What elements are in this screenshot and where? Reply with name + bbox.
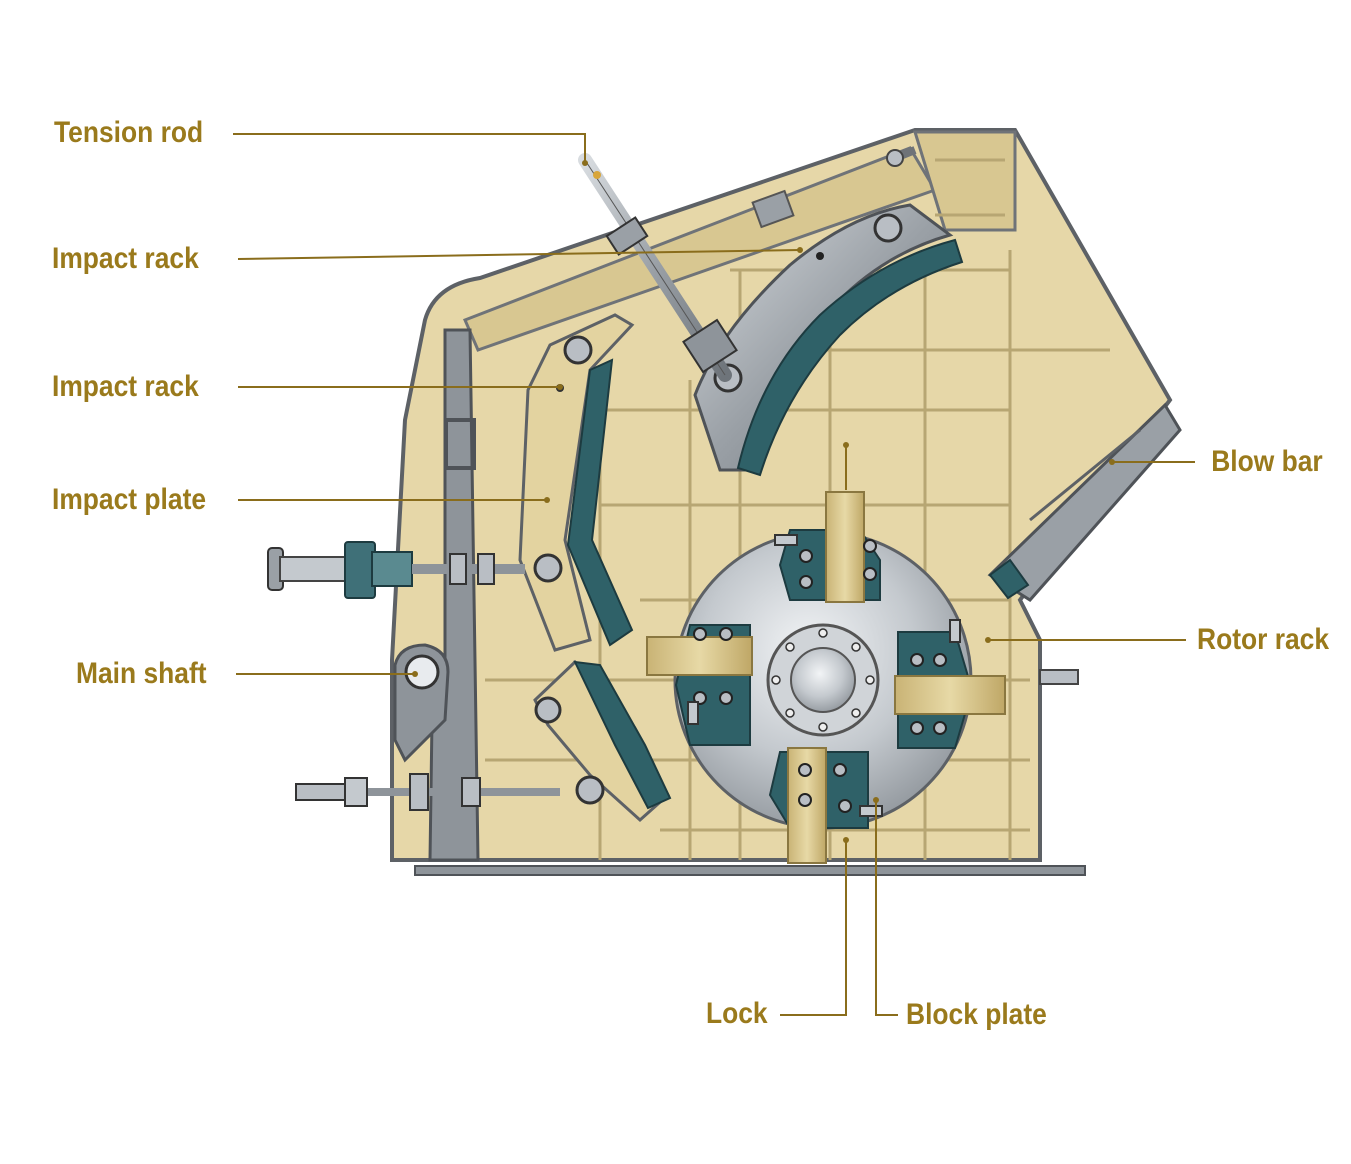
- label-main-shaft: Main shaft: [76, 657, 207, 690]
- left-impact-rack: [518, 313, 635, 652]
- housing-side-handle: [444, 418, 476, 470]
- impact-plate: [566, 358, 634, 647]
- label-impact-rack-upper: Impact rack: [52, 242, 199, 275]
- rotor: [646, 491, 1079, 864]
- tension-rod: [578, 153, 738, 382]
- label-impact-plate: Impact plate: [52, 483, 207, 516]
- lower-adjusting-rod: [295, 773, 560, 811]
- housing-top-handle: [751, 189, 795, 229]
- leader-lines: [233, 133, 1195, 1016]
- housing-top-pin: [886, 149, 904, 167]
- leader-block-plate: [875, 800, 898, 1016]
- label-lock: Lock: [706, 997, 768, 1030]
- label-impact-rack-lower: Impact rack: [52, 370, 199, 403]
- label-blow-bar: Blow bar: [1211, 445, 1323, 478]
- blow-bar: [987, 402, 1182, 602]
- upper-adjusting-rod: [267, 541, 525, 599]
- leader-tension-rod: [233, 133, 586, 163]
- label-tension-rod: Tension rod: [54, 116, 204, 149]
- housing-base-plate: [414, 865, 1086, 876]
- leader-lock: [780, 840, 847, 1016]
- housing-right-frame: [912, 130, 1017, 232]
- label-block-plate: Block plate: [906, 998, 1047, 1031]
- rotor-bar-right: [894, 675, 1006, 715]
- leader-impact-rack-upper: [237, 249, 801, 260]
- label-rotor-rack: Rotor rack: [1196, 623, 1329, 656]
- lower-impact-rack: [533, 659, 672, 823]
- rotor-bar-top: [825, 491, 865, 603]
- rotor-bar-left: [646, 636, 753, 676]
